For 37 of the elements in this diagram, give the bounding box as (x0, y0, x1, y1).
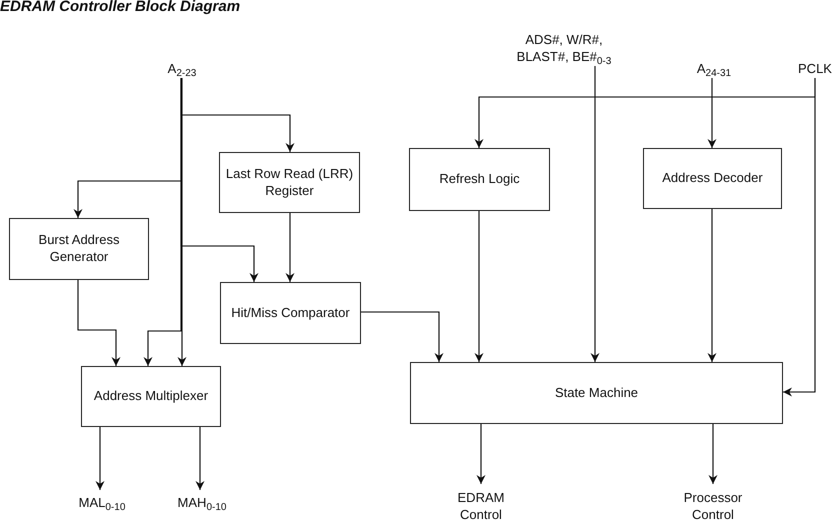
signal-label: PCLK (798, 61, 832, 78)
arrow (708, 78, 716, 148)
signal-label: Refresh Logic (439, 171, 520, 188)
block-box (220, 282, 361, 344)
arrow (474, 211, 484, 362)
signal-label: ADS#, W/R#, BLAST#, BE#$_{0-3}$ (516, 32, 612, 66)
arrow (708, 209, 716, 362)
block-box (409, 148, 550, 211)
block-box (81, 366, 221, 427)
arrow (361, 311, 444, 362)
block-box (219, 152, 360, 213)
signal-label: Burst Address Generator (38, 232, 120, 266)
arrow (96, 427, 104, 490)
signal-label: A$_{2-23}$ (168, 61, 196, 78)
arrow (708, 424, 718, 484)
signal-label: Processor Control (682, 490, 744, 524)
block-box (643, 148, 782, 209)
signal-label: EDRAM Control (456, 490, 506, 524)
arrow (783, 78, 816, 396)
signal-label: A$_{24-31}$ (696, 61, 732, 78)
signal-label: Hit/Miss Comparator (231, 304, 350, 322)
signal-label: Last Row Read (LRR) Register (224, 166, 354, 200)
signal-label: State Machine (554, 384, 638, 402)
arrow (286, 213, 294, 282)
diagram-title: EDRAM Controller Block Diagram (0, 0, 240, 15)
arrow (590, 66, 600, 362)
arrow (178, 78, 186, 366)
signal-label: MAH$_{0-10}$ (178, 495, 226, 512)
arrow (144, 78, 182, 366)
arrow (77, 280, 120, 366)
signal-label: Address Decoder (662, 170, 763, 187)
arrow (196, 427, 204, 490)
block-box (9, 218, 149, 280)
signal-label: MAL$_{0-10}$ (78, 495, 126, 512)
block-box (410, 362, 783, 424)
signal-label: Address Multiplexer (94, 388, 208, 405)
arrow (476, 424, 486, 484)
